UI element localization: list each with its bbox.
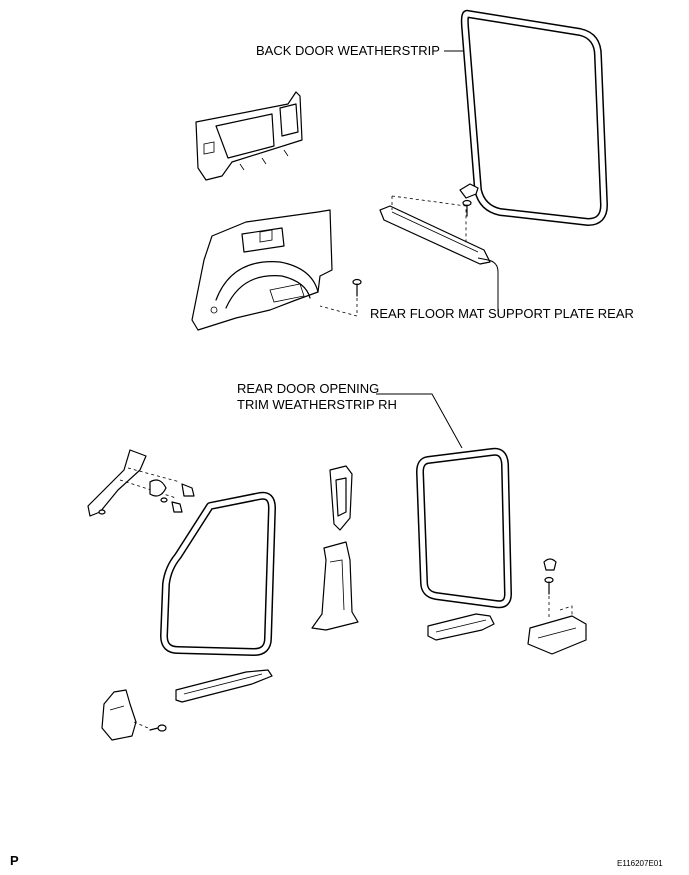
center-pillar-garnish bbox=[311, 465, 359, 631]
front-scuff-plate bbox=[175, 669, 273, 703]
upper-quarter-trim-panel bbox=[195, 91, 303, 181]
floor-plate-leader bbox=[477, 257, 499, 314]
lower-quarter-trim-panel bbox=[191, 209, 333, 331]
rear-door-leader bbox=[376, 393, 463, 449]
lower-cowl-bracket bbox=[101, 689, 167, 741]
quarter-panel-screw bbox=[319, 278, 362, 317]
rear-door-opening-label-line2: TRIM WEATHERSTRIP RH bbox=[237, 397, 397, 412]
upper-bracket-with-clips bbox=[87, 449, 195, 517]
illustration-code: E116207E01 bbox=[617, 859, 663, 868]
rear-floor-mat-support-plate-label: REAR FLOOR MAT SUPPORT PLATE REAR bbox=[370, 306, 634, 321]
rear-floor-mat-support-plate bbox=[379, 183, 491, 265]
section-letter: P bbox=[10, 853, 19, 868]
rear-door-opening-trim-weatherstrip-rh bbox=[416, 447, 512, 609]
back-door-weatherstrip-label: BACK DOOR WEATHERSTRIP bbox=[256, 43, 440, 58]
front-door-opening-weatherstrip bbox=[160, 491, 276, 656]
deck-bracket-with-clip bbox=[527, 558, 587, 655]
rear-scuff-plate bbox=[427, 613, 495, 641]
rear-door-opening-label-line1: REAR DOOR OPENING bbox=[237, 381, 380, 396]
back-door-weatherstrip bbox=[460, 9, 608, 226]
